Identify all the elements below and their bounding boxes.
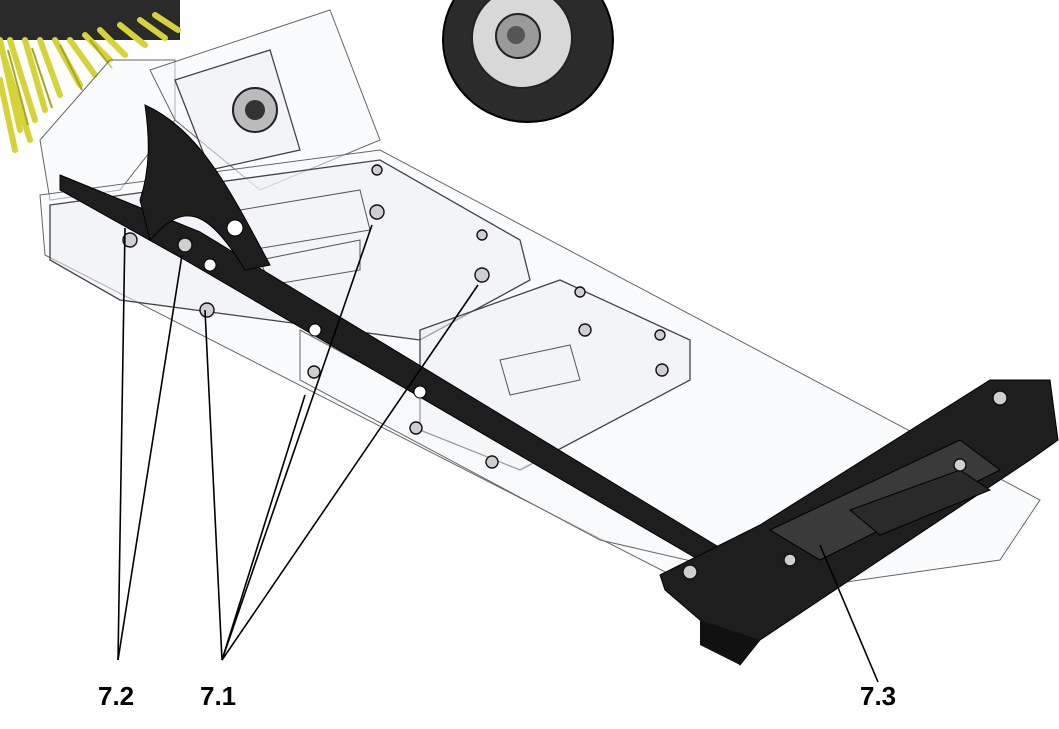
leader-line-7-1 <box>221 394 306 661</box>
brush-bristles <box>0 0 181 153</box>
fastener-bolts <box>122 164 669 469</box>
bolt <box>307 365 321 379</box>
bolt <box>371 164 383 176</box>
leader-line-7-1 <box>204 309 223 661</box>
leader-line-7-2 <box>117 254 183 661</box>
callout-label-7-1: 7.1 <box>200 681 236 711</box>
bolt <box>574 286 586 298</box>
bolt <box>474 267 490 283</box>
leader-line-7-1 <box>221 284 479 661</box>
bolt <box>578 323 592 337</box>
leader-line-7-1 <box>221 224 373 661</box>
bolt <box>122 232 138 248</box>
callout-label-7-3: 7.3 <box>860 681 896 711</box>
bolt <box>655 363 669 377</box>
bolt <box>409 421 423 435</box>
bolt <box>199 302 215 318</box>
deflector-plate <box>139 104 271 271</box>
bolt <box>476 229 488 241</box>
bolt <box>485 455 499 469</box>
leader-lines <box>117 224 879 683</box>
bolt <box>177 237 193 253</box>
upper-housing <box>39 9 381 201</box>
callout-label-7-2: 7.2 <box>98 681 134 711</box>
bolt <box>369 204 385 220</box>
leader-line-7-2 <box>117 227 126 661</box>
bolt <box>654 329 666 341</box>
wheel <box>442 0 614 123</box>
scraper-assembly <box>659 379 1059 666</box>
leader-line-7-3 <box>819 544 879 683</box>
